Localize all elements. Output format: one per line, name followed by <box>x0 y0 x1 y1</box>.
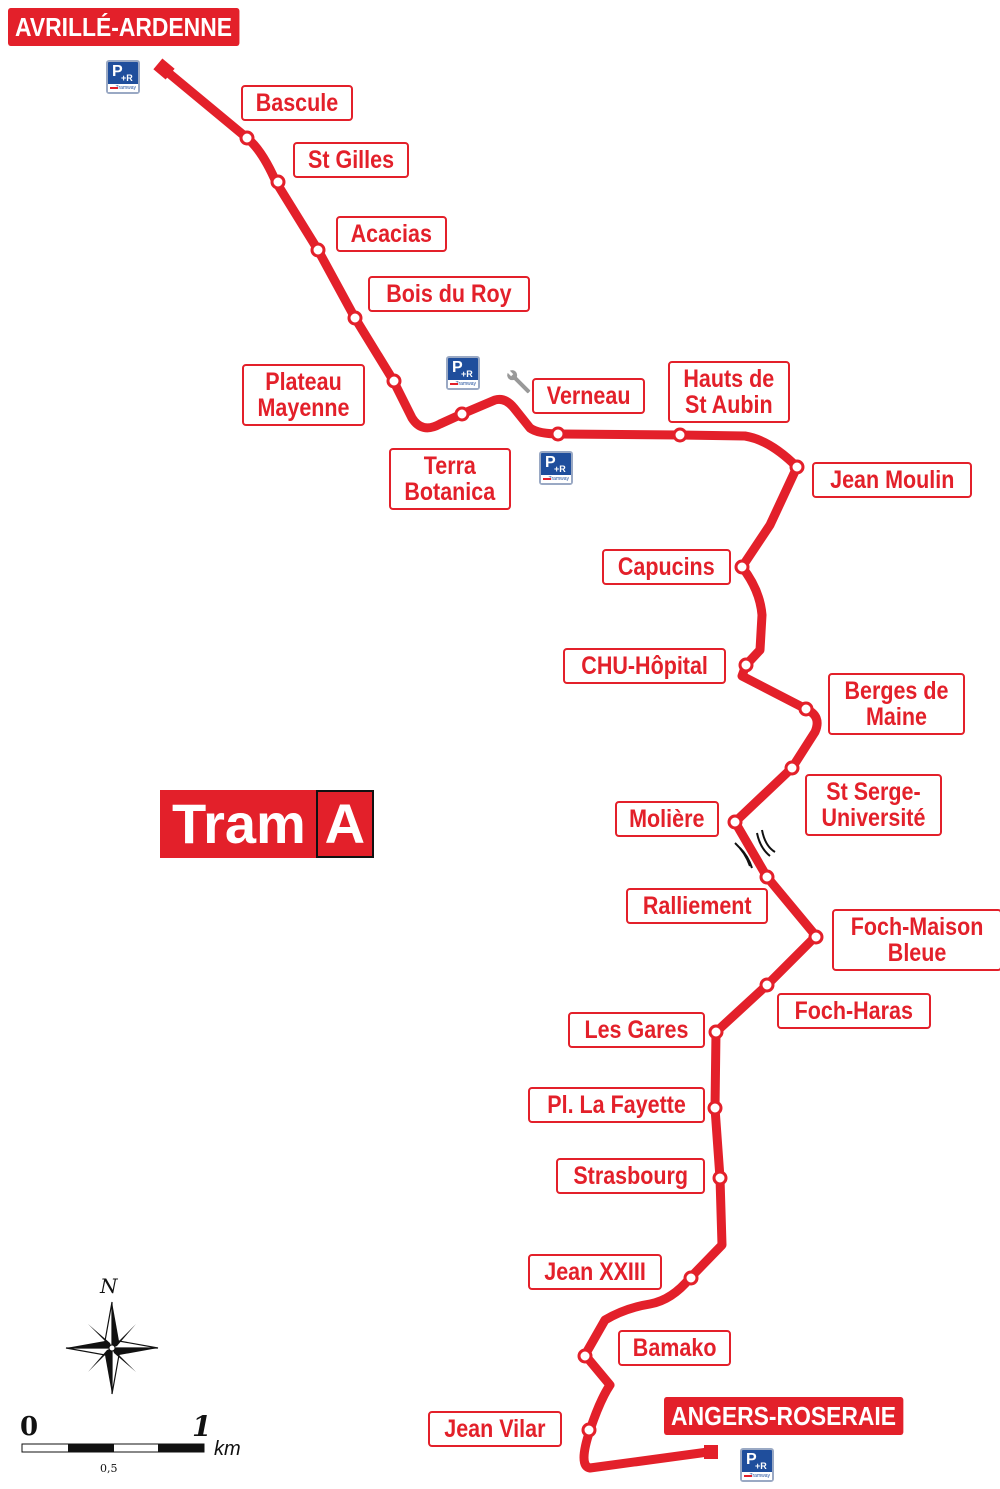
station-label-plateau-mayenne[interactable]: Plateau Mayenne <box>242 364 365 426</box>
station-label-jean-moulin[interactable]: Jean Moulin <box>812 462 973 498</box>
station-label-verneau[interactable]: Verneau <box>532 378 646 414</box>
park-and-ride-icon[interactable]: P +R Tramway <box>106 60 140 94</box>
stop-ralliement[interactable] <box>759 869 775 885</box>
station-label-hauts-de-st-aubin[interactable]: Hauts de St Aubin <box>668 361 790 423</box>
station-label-chu-hopital[interactable]: CHU-Hôpital <box>563 648 727 684</box>
scale-unit-label: km <box>214 1438 241 1460</box>
station-label-foch-maison-bleue[interactable]: Foch-Maison Bleue <box>832 909 1000 971</box>
station-label-pl-la-fayette[interactable]: Pl. La Fayette <box>528 1087 706 1123</box>
stop-st-serge-universite[interactable] <box>784 760 800 776</box>
station-label-jean-xxiii[interactable]: Jean XXIII <box>528 1254 663 1290</box>
stop-les-gares[interactable] <box>708 1024 724 1040</box>
compass-rose-icon <box>65 1301 159 1395</box>
stop-st-gilles[interactable] <box>270 174 286 190</box>
line-title: Tram A <box>160 790 374 858</box>
stop-foch-haras[interactable] <box>759 977 775 993</box>
station-label-jean-vilar[interactable]: Jean Vilar <box>428 1411 562 1447</box>
stop-bois-du-roy[interactable] <box>347 310 363 326</box>
stop-strasbourg[interactable] <box>712 1170 728 1186</box>
station-stops <box>239 130 824 1438</box>
stop-foch-maison-bleue[interactable] <box>808 929 824 945</box>
park-and-ride-icon[interactable]: P +R Tramway <box>539 451 573 485</box>
scale-end-label: 1 <box>192 1410 212 1443</box>
terminus-south-label[interactable]: ANGERS-ROSERAIE <box>664 1397 904 1435</box>
stop-bamako[interactable] <box>577 1348 593 1364</box>
station-label-st-gilles[interactable]: St Gilles <box>293 142 410 178</box>
station-label-acacias[interactable]: Acacias <box>336 216 447 252</box>
stop-jean-vilar[interactable] <box>581 1422 597 1438</box>
park-and-ride-icon[interactable]: P +R Tramway <box>740 1448 774 1482</box>
station-label-foch-haras[interactable]: Foch-Haras <box>777 993 931 1029</box>
stop-berges-de-maine[interactable] <box>798 701 814 717</box>
stop-jean-moulin[interactable] <box>789 459 805 475</box>
station-label-berges-de-maine[interactable]: Berges de Maine <box>828 673 965 735</box>
line-title-letter: A <box>315 790 374 858</box>
tunnel-marks <box>734 829 776 869</box>
line-title-word: Tram <box>160 790 316 858</box>
park-and-ride-icon[interactable]: P +R Tramway <box>446 356 480 390</box>
station-label-moliere[interactable]: Molière <box>615 801 719 837</box>
south-terminus-cap <box>704 1445 718 1459</box>
wrench-icon <box>506 369 531 394</box>
stop-hauts-de-st-aubin[interactable] <box>672 427 688 443</box>
station-label-capucins[interactable]: Capucins <box>602 549 731 585</box>
stop-moliere[interactable] <box>727 814 743 830</box>
station-label-les-gares[interactable]: Les Gares <box>568 1012 705 1048</box>
stop-terra-botanica[interactable] <box>454 406 470 422</box>
stop-capucins[interactable] <box>734 559 750 575</box>
stop-plateau-mayenne[interactable] <box>386 373 402 389</box>
compass-north-label: N <box>100 1274 118 1298</box>
stop-jean-xxiii[interactable] <box>683 1270 699 1286</box>
terminus-north-label[interactable]: AVRILLÉ-ARDENNE <box>8 8 240 46</box>
stop-acacias[interactable] <box>310 242 326 258</box>
stop-chu-hopital[interactable] <box>738 657 754 673</box>
north-terminus-cap <box>153 58 175 80</box>
station-label-bois-du-roy[interactable]: Bois du Roy <box>368 276 530 312</box>
station-label-bamako[interactable]: Bamako <box>618 1330 732 1366</box>
station-label-strasbourg[interactable]: Strasbourg <box>556 1158 706 1194</box>
scale-mid-label: 0,5 <box>100 1462 118 1475</box>
stop-pl-la-fayette[interactable] <box>707 1100 723 1116</box>
station-label-st-serge-universite[interactable]: St Serge- Université <box>805 774 942 836</box>
scale-start-label: 0 <box>20 1412 39 1442</box>
scale-bar <box>21 1443 205 1453</box>
tram-line-a-route <box>160 65 822 1473</box>
station-label-terra-botanica[interactable]: Terra Botanica <box>389 448 511 510</box>
stop-bascule[interactable] <box>239 130 255 146</box>
stop-verneau[interactable] <box>550 426 566 442</box>
station-label-ralliement[interactable]: Ralliement <box>626 888 769 924</box>
station-label-bascule[interactable]: Bascule <box>241 85 353 121</box>
